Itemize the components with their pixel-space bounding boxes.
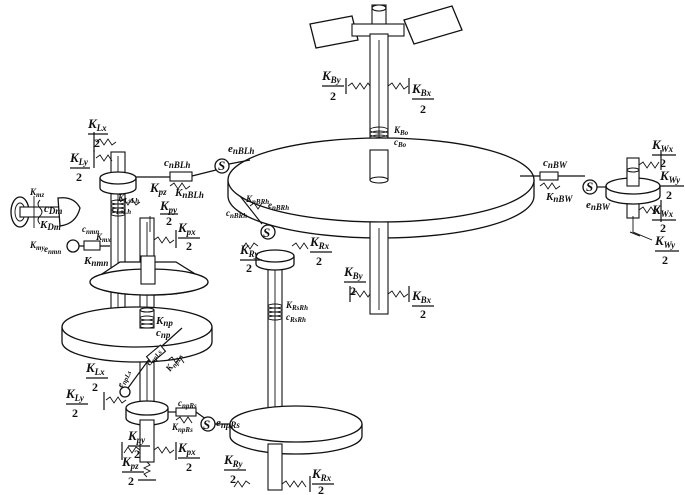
svg-text:2: 2 [186, 239, 192, 253]
labels-layer: KBy 2 KBx 2 KBo cBo cnBLh KnBLh enBLh S … [29, 68, 684, 495]
rotor-blade-right [403, 5, 463, 45]
svg-text:2: 2 [318, 483, 324, 495]
svg-text:2: 2 [660, 221, 666, 235]
label-cBo: cBo [394, 137, 407, 149]
label-KRy-1: KRy [239, 242, 260, 259]
motor-assembly [10, 196, 81, 228]
label-KBy-mid: KBy [343, 264, 364, 281]
label-Kmy: Kmy [29, 240, 45, 252]
coupling-S-1: S [218, 158, 225, 173]
svg-text:2: 2 [230, 472, 236, 486]
mesh-spring-npLs [119, 327, 185, 398]
label-KnBRh: KnBRh [245, 194, 269, 206]
label-enpRs: enpRs [216, 417, 240, 430]
label-Kpz-1: Kpz [149, 180, 167, 197]
label-KBx-top: KBx [411, 81, 432, 98]
label-enBRh: enBRh [268, 200, 289, 212]
label-enBW: enBW [586, 199, 611, 212]
mesh-spring-nBRh [239, 195, 276, 240]
bevel-gear [89, 255, 209, 296]
svg-text:2: 2 [186, 460, 192, 474]
svg-text:2: 2 [76, 170, 82, 184]
top-bearing-springs [345, 78, 410, 94]
label-KRy-2: KRy [223, 452, 244, 469]
label-KLx-1: KLx [87, 116, 107, 133]
svg-text:2: 2 [666, 188, 672, 202]
label-Knp: Knp [155, 315, 173, 328]
svg-text:2: 2 [128, 474, 134, 488]
label-cnBW: cnBW [543, 157, 568, 170]
bull-gear-disk [227, 137, 535, 239]
mesh-spring-nBLh [130, 158, 251, 190]
svg-text:2: 2 [166, 214, 172, 228]
label-cnpRs: cnpRs [178, 398, 197, 410]
label-Kpx-2: Kpx [177, 440, 196, 457]
main-shaft-lower [349, 221, 410, 315]
coupling-S-4: S [203, 417, 210, 432]
label-KnBW: KnBW [545, 191, 573, 204]
label-KLsLh: KLsLh [117, 193, 139, 205]
coupling-S-3: S [263, 225, 270, 240]
label-KnBLh: KnBLh [174, 187, 204, 200]
right-mid-shaft [241, 242, 309, 447]
label-KLx-2: KLx [85, 360, 105, 377]
svg-text:2: 2 [660, 156, 666, 170]
label-cRsRh: cRsRh [286, 312, 306, 324]
label-KBo: KBo [393, 125, 409, 137]
label-cnp: cnp [156, 327, 171, 340]
label-KWx-2: KWx [651, 202, 674, 219]
rotor-blade-left [309, 15, 359, 49]
svg-text:2: 2 [134, 447, 140, 461]
svg-text:2: 2 [662, 253, 668, 267]
label-KWy-2: KWy [654, 233, 676, 250]
label-KWx-1: KWx [651, 137, 674, 154]
svg-text:2: 2 [420, 102, 426, 116]
label-KLy-1: KLy [69, 150, 89, 167]
label-Kpy-2: Kpy [127, 428, 146, 445]
label-KDm: KDm [39, 219, 61, 232]
label-KRsRh: KRsRh [285, 300, 308, 312]
label-cnBRh: cnBRh [226, 208, 247, 220]
label-cnmn: cnmn [82, 224, 99, 236]
label-KBx-mid: KBx [411, 288, 432, 305]
coupling-S-2: S [586, 179, 593, 194]
label-enpLs: enpLs [115, 368, 134, 390]
label-Kpx-1: Kpx [177, 220, 196, 237]
label-Kpz-2: Kpz [121, 454, 139, 471]
label-KnpRs: KnpRs [171, 422, 193, 434]
svg-text:2: 2 [94, 136, 100, 150]
label-enBLh: enBLh [228, 143, 254, 156]
bottom-gear-disk [229, 405, 363, 492]
svg-text:2: 2 [350, 284, 356, 298]
lower-pinion [103, 392, 177, 481]
right-pinion-assembly [605, 150, 662, 241]
svg-text:2: 2 [330, 89, 336, 103]
label-KWy-1: KWy [659, 168, 681, 185]
label-cLsLh: cLsLh [112, 204, 131, 216]
svg-text:2: 2 [420, 307, 426, 321]
label-cnBLh: cnBLh [164, 157, 190, 170]
label-KBy-top: KBy [321, 68, 342, 85]
label-KRx-1: KRx [309, 234, 330, 251]
label-KLy-2: KLy [65, 386, 85, 403]
mesh-spring-npRs [168, 407, 232, 432]
label-Kmz: Kmz [29, 187, 44, 199]
label-cDm: cDm [44, 203, 62, 216]
label-Knmn: Knmn [83, 255, 108, 268]
mesh-spring-nBW [520, 171, 606, 195]
svg-text:2: 2 [246, 261, 252, 275]
left-gear-disk [61, 306, 213, 363]
svg-text:2: 2 [316, 254, 322, 268]
svg-text:2: 2 [72, 406, 78, 420]
svg-text:2: 2 [92, 380, 98, 394]
label-enmn: enmn [44, 244, 61, 256]
label-Kpy-1: Kpy [159, 198, 178, 215]
label-KRx-2: KRx [311, 466, 332, 483]
mesh-spring-nmn [66, 239, 110, 253]
label-Kmx: Kmx [95, 232, 111, 244]
